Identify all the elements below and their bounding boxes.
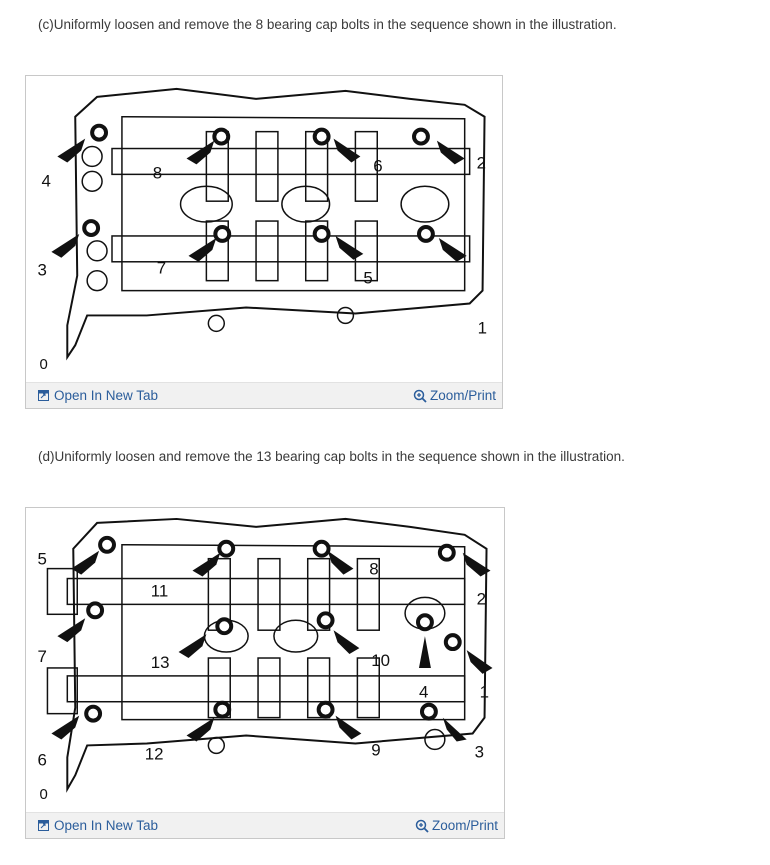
bolt-label-5: 5 [363, 269, 372, 288]
bolt-label-13: 13 [151, 653, 170, 672]
diagram-svg-d: 1 2 3 4 5 6 7 8 9 10 11 12 13 0 [38, 517, 493, 803]
open-new-tab-icon [38, 390, 49, 401]
bolt-label-10: 10 [371, 651, 390, 670]
figure-footer-c: Open In New Tab Zoom/Print [26, 382, 502, 408]
bolt-label-7: 7 [38, 647, 47, 666]
diagram-svg-c: 1 2 3 4 5 6 7 8 0 [37, 87, 487, 373]
bolt-label-1: 1 [478, 318, 487, 337]
bolt-label-8: 8 [153, 163, 162, 182]
bolt-label-6: 6 [373, 156, 382, 175]
open-new-tab-link-d[interactable]: Open In New Tab [38, 818, 158, 833]
open-new-tab-icon [38, 820, 49, 831]
step-c-instruction: (c)Uniformly loosen and remove the 8 bea… [38, 17, 617, 32]
bolt-label-3: 3 [475, 742, 484, 761]
bolt-label-3: 3 [37, 261, 46, 280]
bolt-label-12: 12 [145, 744, 164, 763]
zoom-print-label: Zoom/Print [429, 388, 496, 403]
bolt-label-5: 5 [38, 550, 47, 569]
bolt-label-4: 4 [419, 683, 428, 702]
bolt-label-4: 4 [41, 171, 50, 190]
figure-card-c: 1 2 3 4 5 6 7 8 0 Open In New Tab Zoom/P… [25, 75, 503, 409]
diagram-ident-c: 0 [39, 357, 47, 373]
bolt-label-7: 7 [157, 259, 166, 278]
diagram-ident-d: 0 [39, 787, 47, 803]
open-new-tab-label: Open In New Tab [54, 818, 159, 833]
bolt-label-9: 9 [371, 740, 380, 759]
zoom-print-link-d[interactable]: Zoom/Print [415, 818, 498, 833]
zoom-print-label: Zoom/Print [431, 818, 498, 833]
camshaft-bolt-diagram-c[interactable]: 1 2 3 4 5 6 7 8 0 [27, 77, 501, 381]
bolt-label-2: 2 [477, 153, 486, 172]
zoom-in-icon [415, 819, 429, 833]
bolt-label-8: 8 [369, 560, 378, 579]
figure-card-d: 1 2 3 4 5 6 7 8 9 10 11 12 13 0 Open In … [25, 507, 505, 839]
step-d-instruction: (d)Uniformly loosen and remove the 13 be… [38, 449, 625, 464]
open-new-tab-label: Open In New Tab [54, 388, 159, 403]
bolt-label-6: 6 [38, 750, 47, 769]
bolt-label-2: 2 [477, 589, 486, 608]
open-new-tab-link-c[interactable]: Open In New Tab [38, 388, 158, 403]
figure-footer-d: Open In New Tab Zoom/Print [26, 812, 504, 838]
zoom-in-icon [413, 389, 427, 403]
zoom-print-link-c[interactable]: Zoom/Print [413, 388, 496, 403]
bolt-label-1: 1 [480, 683, 489, 702]
bolt-label-11: 11 [151, 581, 169, 600]
camshaft-bolt-diagram-d[interactable]: 1 2 3 4 5 6 7 8 9 10 11 12 13 0 [27, 509, 503, 811]
